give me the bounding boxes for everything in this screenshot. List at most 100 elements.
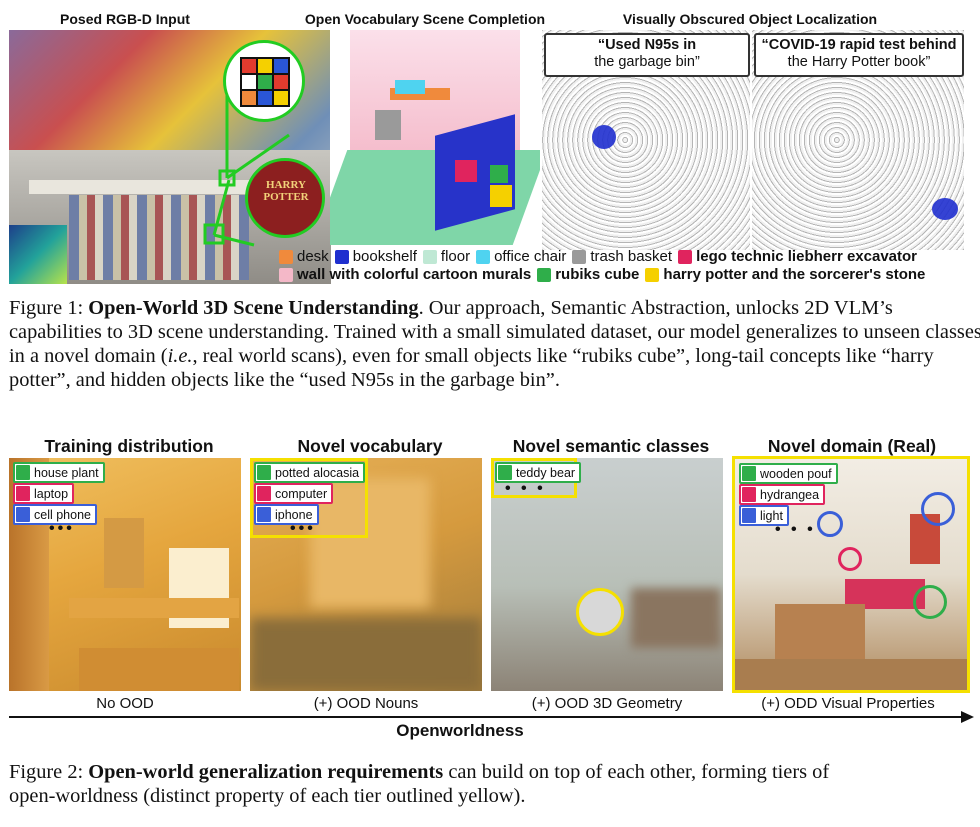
legend-label: trash basket [590, 248, 673, 265]
tag-label: hydrangea [760, 487, 820, 502]
tier-bottom-vocabulary: (+) OOD Nouns [313, 695, 419, 712]
tag-swatch [16, 486, 30, 501]
legend-label: bookshelf [352, 248, 417, 265]
harry-potter-book-zoom: HARRY POTTER [245, 158, 325, 238]
legend-label: harry potter and the sorcerer's stone [663, 266, 926, 283]
caption2-body1: can build on top of each other, forming … [443, 761, 830, 783]
book-title-text: HARRY POTTER [263, 179, 309, 203]
caption2-title: Open-world generalization requirements [88, 761, 444, 783]
light-circle-2 [921, 492, 955, 526]
legend-item-harry-potter-and-the-sorcerer-s-stone: harry potter and the sorcerer's stone [645, 266, 925, 283]
tag-label: teddy bear [516, 465, 576, 480]
object-tag-teddy-bear: teddy bear [495, 462, 582, 483]
tier-image-semantic: teddy bear• • • [491, 458, 723, 691]
legend-label: desk [297, 248, 329, 265]
tag-label: computer [275, 486, 328, 501]
quote-left-line2: the garbage bin” [594, 54, 700, 70]
caption1-title: Open-World 3D Scene Understanding [88, 297, 419, 319]
tier-title-semantic: Novel semantic classes [512, 436, 710, 456]
more-tags-ellipsis: ••• [290, 520, 316, 537]
legend-item-rubiks-cube: rubiks cube [537, 266, 639, 283]
figure1-caption: Figure 1: Open-World 3D Scene Understand… [9, 296, 980, 392]
tag-swatch [257, 507, 271, 522]
tier-image-training: house plant laptop cell phone••• [9, 458, 241, 691]
legend-label: office chair [494, 248, 567, 265]
quote-right: “COVID-19 rapid test behind the Harry Po… [754, 33, 964, 77]
more-tags-ellipsis: • • • [505, 480, 546, 497]
object-tag-potted-alocasia: potted alocasia [254, 462, 366, 483]
more-tags-ellipsis: ••• [49, 520, 75, 537]
scene-completion-render [330, 30, 540, 245]
caption2-prefix: Figure 2: [9, 761, 89, 783]
tag-swatch [16, 465, 30, 480]
object-tag-computer: computer [254, 483, 334, 504]
legend-item-floor: floor [422, 248, 471, 265]
legend-item-office-chair: office chair [476, 248, 566, 265]
legend-row-2: wall with colorful cartoon murals rubiks … [279, 266, 931, 286]
legend-item-lego-technic-liebherr-excavator: lego technic liebherr excavator [678, 248, 917, 265]
legend-swatch [678, 249, 693, 264]
rgbd-photo: HARRY POTTER [9, 30, 331, 284]
tag-label: laptop [34, 486, 69, 501]
legend-swatch [476, 249, 491, 264]
teddy-bear-circle [576, 588, 624, 636]
object-tag-laptop: laptop [13, 483, 75, 504]
legend-label: floor [440, 248, 471, 265]
tier-bottom-semantic: (+) OOD 3D Geometry [531, 695, 683, 712]
legend-item-desk: desk [279, 248, 329, 265]
quote-right-line1: “COVID-19 rapid test behind [761, 37, 957, 53]
legend-swatch [422, 249, 437, 264]
legend-label: rubiks cube [555, 266, 640, 283]
openworldness-label: Openworldness [396, 721, 524, 740]
wooden-pouf-circle [913, 585, 947, 619]
tag-label: iphone [275, 507, 313, 522]
tag-label: house plant [34, 465, 99, 480]
tag-swatch [16, 507, 30, 522]
tier-bottom-training: No OOD [96, 695, 154, 712]
tag-swatch [742, 508, 756, 523]
caption2-line2: open-worldness (distinct property of eac… [9, 785, 526, 807]
depth-inset [9, 225, 67, 284]
highlight-box-vocabulary [250, 458, 368, 538]
tag-label: wooden pouf [760, 466, 832, 481]
legend-swatch [537, 267, 552, 282]
object-tag-cell-phone: cell phone [13, 504, 97, 525]
legend-swatch [334, 249, 349, 264]
tier-title-training: Training distribution [44, 436, 214, 456]
object-tag-iphone: iphone [254, 504, 319, 525]
tag-swatch [742, 466, 756, 481]
tag-swatch [257, 486, 271, 501]
legend-row-1: desk bookshelf floor office chair trash bask… [279, 248, 923, 268]
object-tag-wooden-pouf: wooden pouf [739, 463, 838, 484]
legend-label: wall with colorful cartoon murals [297, 266, 532, 283]
tag-label: light [760, 508, 783, 523]
legend-label: lego technic liebherr excavator [696, 248, 917, 265]
legend-swatch [279, 249, 293, 264]
openworldness-arrow [9, 711, 974, 723]
caption1-line2: capabilities to 3D scene understanding. … [9, 321, 980, 343]
hydrangea-circle [838, 547, 862, 571]
legend-swatch [279, 267, 293, 282]
test-localization-blob [932, 198, 958, 220]
tag-label: potted alocasia [275, 465, 360, 480]
object-tag-hydrangea: hydrangea [739, 484, 826, 505]
tier-title-domain: Novel domain (Real) [767, 436, 937, 456]
legend-swatch [645, 267, 660, 282]
n95-localization-blob [592, 125, 616, 149]
quote-right-line2: the Harry Potter book” [787, 54, 931, 70]
figure2-caption: Figure 2: Open-world generalization requ… [9, 760, 974, 808]
caption1-prefix: Figure 1: [9, 297, 89, 319]
tag-label: cell phone [34, 507, 91, 522]
tier-image-vocabulary: potted alocasia computer iphone••• [250, 458, 482, 691]
object-tag-light: light [739, 505, 789, 526]
legend-item-trash-basket: trash basket [572, 248, 672, 265]
caption1-line3i: i.e. [167, 345, 193, 367]
quote-left-line1: “Used N95s in [597, 37, 697, 53]
tag-swatch [498, 465, 512, 480]
caption1-line3b: , real world scans), even for small obje… [192, 345, 934, 367]
light-circle [817, 511, 843, 537]
legend-item-bookshelf: bookshelf [334, 248, 417, 265]
quote-left: “Used N95s in the garbage bin” [544, 33, 750, 77]
tier-title-vocabulary: Novel vocabulary [297, 436, 443, 456]
